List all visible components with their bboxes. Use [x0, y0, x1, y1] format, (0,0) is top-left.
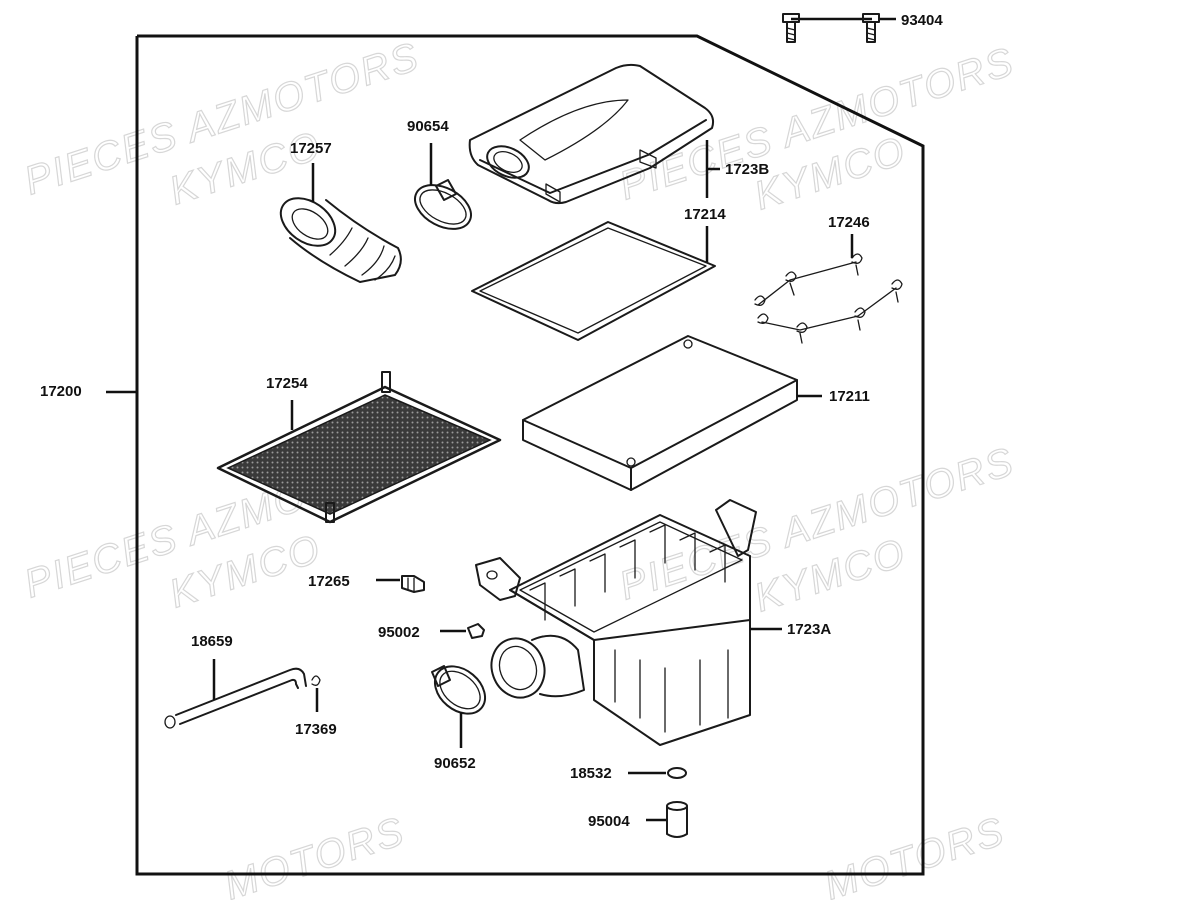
part-label-18659: 18659	[191, 633, 233, 650]
watermark: PIECES AZMOTORS KYMCO PIECES AZMOTORS KY…	[19, 34, 1021, 900]
air-box-case-1723A[interactable]	[475, 499, 757, 746]
part-label-18532: 18532	[570, 765, 612, 782]
part-label-17257: 17257	[290, 140, 332, 157]
part-label-17369: 17369	[295, 721, 337, 738]
watermark-text: MOTORS	[819, 809, 1010, 900]
drain-cap-95004[interactable]	[666, 801, 688, 838]
drain-clip-18532[interactable]	[667, 767, 687, 779]
part-label-95004: 95004	[588, 813, 630, 830]
part-label-1723A: 1723A	[787, 621, 831, 638]
intake-boot-17257[interactable]	[272, 188, 402, 283]
clamp-upper-90654[interactable]	[408, 176, 479, 238]
drain-plug-17265[interactable]	[401, 575, 425, 593]
clip-set-17246[interactable]	[754, 253, 903, 344]
screw-93404[interactable]	[782, 13, 896, 43]
part-label-95002: 95002	[378, 624, 420, 641]
filter-element-17211[interactable]	[522, 335, 798, 491]
part-label-17214: 17214	[684, 206, 726, 223]
part-label-93404: 93404	[901, 12, 943, 29]
part-label-17254: 17254	[266, 375, 308, 392]
tube-clip-17369[interactable]	[311, 675, 321, 686]
part-label-17265: 17265	[308, 573, 350, 590]
part-label-90652: 90652	[434, 755, 476, 772]
part-label-17211: 17211	[829, 388, 870, 405]
cover-gasket-17214[interactable]	[471, 221, 716, 341]
band-small-95002[interactable]	[467, 623, 485, 639]
part-label-1723B: 1723B	[725, 161, 769, 178]
part-label-17200: 17200	[40, 383, 82, 400]
part-label-17246: 17246	[828, 214, 870, 231]
watermark-text: MOTORS	[219, 809, 410, 900]
assembly-frame	[135, 34, 925, 876]
clamp-lower-90652[interactable]	[426, 657, 495, 724]
breather-tube-18659[interactable]	[164, 667, 307, 729]
part-label-90654: 90654	[407, 118, 449, 135]
filter-screen-17254[interactable]	[216, 371, 502, 524]
air-box-cover-1723B[interactable]	[468, 63, 715, 205]
